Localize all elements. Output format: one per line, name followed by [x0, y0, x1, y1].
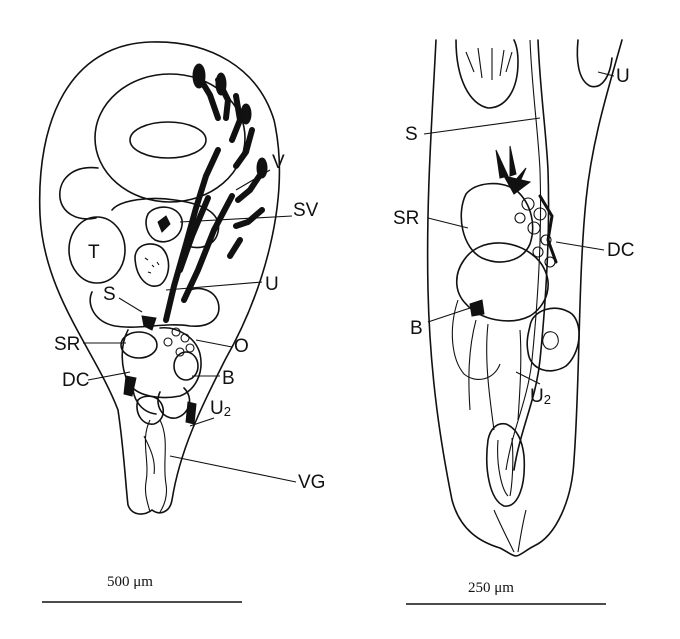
- left-vitellaria: [163, 63, 268, 323]
- right-ovary-egg: [542, 331, 559, 350]
- left-label-vg: VG: [298, 472, 325, 493]
- left-pear-organ: [134, 243, 170, 287]
- left-label-v: V: [272, 152, 285, 173]
- left-pear-stipple: [144, 257, 160, 274]
- right-b-blob: [469, 299, 485, 317]
- left-scale-label: 500 μm: [107, 574, 153, 590]
- left-egg-cluster: [132, 379, 191, 419]
- right-sperm-duct-2: [505, 39, 542, 471]
- left-o-egg: [173, 351, 199, 381]
- right-scale-label: 250 μm: [468, 580, 514, 596]
- right-vagina: [485, 422, 526, 507]
- left-label-s: S: [103, 284, 116, 305]
- left-sv-mark: [157, 215, 171, 233]
- left-oral-sucker-inner: [129, 121, 207, 159]
- right-labels: U S SR DC B U2: [393, 66, 634, 407]
- right-top-organ: [576, 39, 613, 88]
- left-lobe: [59, 166, 99, 220]
- left-labels: V SV T S U SR O DC B U2 VG: [54, 152, 325, 493]
- left-testis: [68, 216, 126, 284]
- left-label-dc: DC: [62, 370, 89, 391]
- right-vagina-inner: [497, 437, 514, 497]
- left-lower-organ: [89, 287, 220, 328]
- right-sr-organ: [460, 182, 534, 263]
- left-sr-sac: [120, 331, 158, 359]
- left-label-t: T: [88, 242, 100, 263]
- right-intestine-folds: [465, 47, 513, 80]
- right-intestine: [455, 39, 519, 109]
- right-u2-duct: [451, 299, 501, 380]
- right-bursa: [455, 242, 549, 322]
- left-vagina-ducts: [143, 419, 168, 513]
- left-label-b: B: [222, 368, 235, 389]
- right-label-s: S: [405, 124, 418, 145]
- right-dark-spikes: [495, 145, 532, 195]
- left-oral-sucker: [94, 73, 246, 203]
- left-body-outline: [38, 41, 281, 515]
- left-b-blob: [141, 315, 157, 331]
- right-label-u: U: [616, 66, 630, 87]
- left-seminal-vesicle: [145, 206, 183, 243]
- right-label-u2: U2: [530, 386, 551, 407]
- left-repro-cluster: [121, 327, 202, 399]
- left-label-sv: SV: [293, 200, 319, 221]
- left-dark-strip: [123, 375, 197, 425]
- right-scale: 250 μm: [406, 580, 606, 605]
- right-label-b: B: [410, 318, 423, 339]
- right-label-dc: DC: [607, 240, 634, 261]
- right-tail-folds: [493, 509, 527, 553]
- left-label-sr: SR: [54, 334, 80, 355]
- right-body-outline: [426, 39, 623, 557]
- right-central-tube: [468, 319, 522, 431]
- right-dc-coils: [514, 194, 558, 268]
- right-ovary: [526, 307, 580, 372]
- left-specimen: [38, 41, 297, 515]
- right-specimen: [423, 39, 623, 557]
- left-scale: 500 μm: [42, 574, 242, 603]
- left-label-o: O: [234, 336, 249, 357]
- left-label-u: U: [265, 274, 279, 295]
- left-label-u2: U2: [210, 398, 231, 419]
- left-egg-2: [136, 395, 165, 425]
- right-label-sr: SR: [393, 208, 419, 229]
